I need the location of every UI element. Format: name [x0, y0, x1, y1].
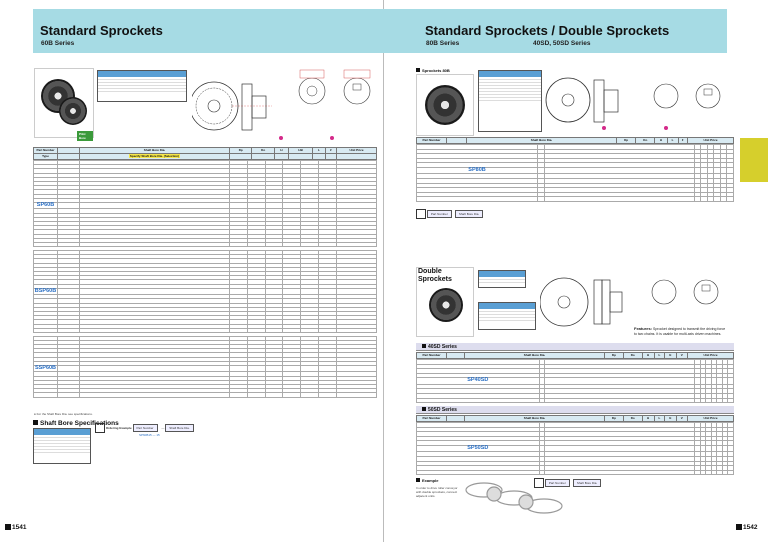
table-row — [33, 392, 377, 398]
left-page: Standard Sprockets 60B Series Pilot Bore… — [5, 0, 384, 542]
table-rows: SP50SD — [416, 422, 734, 476]
type-label: SP40SD — [416, 377, 540, 385]
double-drawing — [540, 277, 719, 327]
double-material-table — [478, 270, 526, 288]
sec50-header: 50SD Series — [416, 406, 734, 414]
type-label: SP80B — [415, 167, 539, 175]
example-note: In order to drive roller conveyor with d… — [416, 486, 458, 499]
chain-example-illustration — [465, 482, 563, 514]
table-row — [33, 360, 377, 366]
sec80-spec-table — [478, 70, 542, 132]
sec80-heading: Sprockets 80B — [416, 68, 450, 73]
technical-drawing — [192, 69, 371, 140]
product-photo: Pilot Bore — [34, 68, 94, 141]
sec40-header: 40SD Series — [416, 343, 734, 351]
table-row — [33, 275, 377, 281]
table-row — [33, 197, 377, 203]
table-row — [415, 196, 734, 202]
example-heading: Example — [416, 478, 438, 483]
section-tab — [740, 138, 768, 182]
left-title-banner — [33, 9, 384, 53]
left-page-subtitle: 60B Series — [41, 40, 75, 47]
table-row — [33, 237, 377, 243]
sprocket-image-2 — [59, 97, 87, 125]
sec80-photo — [416, 74, 474, 136]
sprocket-80b-image — [425, 85, 465, 125]
group-ssp60b: SSP60B — [33, 335, 377, 398]
table-row — [33, 294, 377, 300]
table-row — [33, 241, 377, 248]
table-rows: SP80B — [415, 144, 734, 202]
type-label: SSP60B — [33, 364, 58, 373]
type-label: SP60B — [33, 201, 58, 210]
type-label: BSP60B — [33, 287, 58, 296]
table-row: SP40SD — [416, 377, 734, 385]
table-row — [416, 469, 734, 476]
table-footnote: ● For the Shaft Bore Dia. see specificat… — [34, 412, 93, 416]
right-title-banner — [384, 9, 727, 53]
right-page-number: 1542 — [736, 524, 757, 531]
sprocket-spec-table: Part Number Shaft Bore Dia. Dp Do H HB L… — [33, 147, 377, 160]
bore-spec-table — [33, 428, 91, 464]
double-bore-spec-table — [478, 302, 536, 330]
sec80-drawing — [545, 77, 721, 130]
pilot-bore-tag: Pilot Bore — [77, 131, 93, 141]
right-page-title: Standard Sprockets / Double Sprockets — [425, 23, 670, 38]
double-photo — [416, 267, 474, 337]
table-row — [33, 172, 377, 178]
table-row — [416, 397, 734, 404]
table-row — [33, 266, 377, 272]
bore-spec-heading: Shaft Bore Specifications — [33, 420, 119, 427]
double-sprocket-image — [429, 288, 463, 322]
features-text: Features: Sprocket designed to transmit … — [634, 326, 726, 336]
material-spec-table — [97, 70, 187, 102]
group-sp60b: SP60B — [33, 159, 377, 248]
right-page-subtitle-left: 80B Series — [426, 40, 460, 47]
right-page-subtitle-right: 40SD, 50SD Series — [533, 40, 591, 47]
table-row: SP50SD — [416, 445, 734, 453]
group-bsp60b: BSP60B — [33, 249, 377, 333]
ordering-example: Ordering Example Part Number — Shaft Bor… — [95, 423, 197, 437]
left-page-title: Standard Sprockets — [40, 23, 163, 38]
right-page: Standard Sprockets / Double Sprockets 80… — [384, 0, 768, 542]
table-row — [416, 460, 734, 467]
table-row — [33, 283, 377, 289]
table-row: SP80B — [415, 167, 734, 175]
table-rows: SP40SD — [416, 359, 734, 404]
type-label: SP50SD — [416, 445, 540, 453]
bore-spec-highlight: Specify Shaft Bore Dia. (Selection) — [128, 154, 181, 158]
table-row: SP60B — [33, 201, 377, 210]
left-page-number: 1541 — [5, 524, 26, 531]
table-row — [33, 327, 377, 333]
